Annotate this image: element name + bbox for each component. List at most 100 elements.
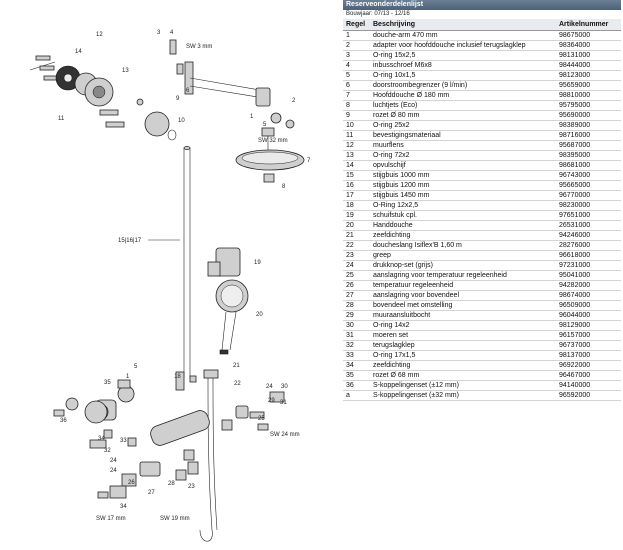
column-header-beschrijving: Beschrijving — [370, 19, 556, 31]
cell-artikelnummer: 96592000 — [556, 390, 621, 401]
cell-beschrijving: aanslagring voor temperatuur regeleenhei… — [370, 270, 556, 281]
callout-23: 23 — [188, 484, 195, 490]
hand-shower-assembly — [199, 247, 249, 542]
cell-beschrijving: O-ring 17x1,5 — [370, 350, 556, 361]
cell-artikelnummer: 96157000 — [556, 330, 621, 341]
cell-regel: 17 — [343, 190, 370, 201]
callout-20: 20 — [256, 312, 263, 318]
cell-regel: 11 — [343, 130, 370, 141]
cell-beschrijving: moeren set — [370, 330, 556, 341]
cell-regel: 36 — [343, 380, 370, 391]
callout-13: 13 — [122, 68, 129, 74]
cell-regel: 4 — [343, 60, 370, 71]
cell-beschrijving: drukknop-set (grijs) — [370, 260, 556, 271]
shower-arm — [169, 39, 295, 129]
exploded-parts-diagram: 12 14 13 11 3 4 SW 3 mm 2 1 9 6 10 5 SW … — [29, 30, 311, 542]
cell-beschrijving: opvulschijf — [370, 160, 556, 171]
cell-beschrijving: inbusschroef M6x8 — [370, 60, 556, 71]
cell-beschrijving: O-ring 72x2 — [370, 150, 556, 161]
callout-8: 8 — [282, 184, 286, 190]
callout-1: 1 — [250, 114, 254, 120]
cell-beschrijving: O-ring 14x2 — [370, 320, 556, 331]
cell-beschrijving: S-koppelingenset (±12 mm) — [370, 380, 556, 391]
cell-regel: 34 — [343, 360, 370, 371]
callout-5-top: 5 — [263, 122, 267, 128]
cell-beschrijving: aanslagring voor bovendeel — [370, 290, 556, 301]
cell-artikelnummer: 98123000 — [556, 70, 621, 81]
parts-list-title: Reserveonderdelenlijst — [343, 0, 621, 10]
cell-beschrijving: S-koppelingenset (±32 mm) — [370, 390, 556, 401]
cell-beschrijving: rozet Ø 68 mm — [370, 370, 556, 381]
cell-regel: a — [343, 390, 370, 401]
cell-artikelnummer: 95795000 — [556, 100, 621, 111]
cell-beschrijving: greep — [370, 250, 556, 261]
callout-tool-sw32: SW 32 mm — [258, 138, 288, 144]
table-header-row: Regel Beschrijving Artikelnummer — [343, 19, 621, 31]
callout-34-bottom: 34 — [120, 504, 127, 510]
cell-beschrijving: zeefdichting — [370, 230, 556, 241]
cell-regel: 25 — [343, 270, 370, 281]
callout-tool-sw3: SW 3 mm — [186, 44, 212, 50]
cell-beschrijving: O-Ring 12x2,5 — [370, 200, 556, 211]
callout-26: 26 — [128, 480, 135, 486]
callout-14: 14 — [75, 49, 82, 55]
cell-regel: 10 — [343, 120, 370, 131]
parts-list-subtitle: Bouwjaar: 07/13 - 12/16 — [346, 11, 410, 17]
cell-artikelnummer: 98395000 — [556, 150, 621, 161]
callout-tool-sw19: SW 19 mm — [160, 516, 190, 522]
callout-11: 11 — [58, 116, 65, 122]
cell-artikelnummer: 96737000 — [556, 340, 621, 351]
callout-30: 30 — [281, 384, 288, 390]
cell-regel: 28 — [343, 300, 370, 311]
callout-32: 32 — [104, 448, 111, 454]
callout-tool-sw17: SW 17 mm — [96, 516, 126, 522]
cell-artikelnummer: 26531000 — [556, 220, 621, 231]
cell-regel: 2 — [343, 40, 370, 51]
cell-artikelnummer: 95041000 — [556, 270, 621, 281]
cell-regel: 16 — [343, 180, 370, 191]
cell-beschrijving: bevestigingsmateriaal — [370, 130, 556, 141]
cell-beschrijving: stijgbuis 1200 mm — [370, 180, 556, 191]
cell-regel: 18 — [343, 200, 370, 211]
cell-regel: 29 — [343, 310, 370, 321]
cell-artikelnummer: 98137000 — [556, 350, 621, 361]
cell-artikelnummer: 98444000 — [556, 60, 621, 71]
cell-regel: 35 — [343, 370, 370, 381]
cell-beschrijving: douche-arm 470 mm — [370, 30, 556, 41]
callout-33: 33 — [120, 438, 127, 444]
cell-artikelnummer: 96743000 — [556, 170, 621, 181]
cell-artikelnummer: 97231000 — [556, 260, 621, 271]
callout-34-left: 34 — [98, 436, 105, 442]
cell-beschrijving: Handdouche — [370, 220, 556, 231]
callout-31: 31 — [280, 400, 287, 406]
cell-regel: 6 — [343, 80, 370, 91]
cell-artikelnummer: 96509000 — [556, 300, 621, 311]
callout-24-bottom: 24 — [110, 458, 117, 464]
callout-28: 28 — [168, 481, 175, 487]
cell-artikelnummer: 96467000 — [556, 370, 621, 381]
cell-regel: 12 — [343, 140, 370, 151]
cell-beschrijving: bovendeel met omstelling — [370, 300, 556, 311]
callout-24-lower: 24 — [110, 468, 117, 474]
overhead-shower — [235, 127, 305, 183]
parts-list-panel: Reserveonderdelenlijst Bouwjaar: 07/13 -… — [343, 0, 621, 412]
callout-18: 18 — [174, 374, 181, 380]
cell-beschrijving: muurflens — [370, 140, 556, 151]
cell-regel: 22 — [343, 240, 370, 251]
